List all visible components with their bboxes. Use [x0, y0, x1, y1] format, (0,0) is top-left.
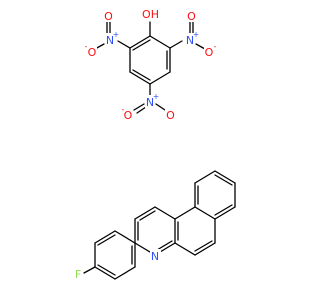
fluorophenyl-ring-bonds: [83, 230, 136, 280]
nitro-left-nitrogen: N: [106, 34, 114, 47]
nitro-group-left: N + O O -: [85, 9, 119, 59]
picric-acid-molecule: OH N + O O - N + O O - N + O: [85, 6, 217, 122]
nitro-right-o-charge: -: [214, 42, 217, 51]
ring-nitrogen: N: [150, 249, 161, 263]
nitro-bottom-nitrogen: N: [146, 96, 154, 109]
fluorine-atom: F: [72, 267, 83, 281]
nitro-bottom-o-charge: -: [122, 105, 125, 114]
nitro-right-n-charge: +: [193, 30, 199, 39]
nitro-right-oxygen-top: O: [187, 10, 196, 23]
picric-ring-bonds: [129, 35, 171, 85]
nitro-left-n-charge: +: [113, 30, 119, 39]
chemical-structure-canvas: OH N + O O - N + O O - N + O: [72, 6, 236, 281]
ring-nitrogen-label: N: [151, 250, 159, 263]
pyridine-ring-bonds: [134, 206, 176, 256]
nitro-left-o-charge: -: [85, 42, 88, 51]
nitro-left-oxygen-side: O: [88, 46, 97, 59]
nitro-group-bottom: N + O - O: [122, 92, 176, 122]
fluorine-label: F: [75, 268, 81, 281]
nitro-right-oxygen-side: O: [205, 46, 214, 59]
fluorophenyl-benzoquinoline-molecule: N F: [72, 170, 236, 281]
nitro-group-right: N + O O -: [185, 9, 217, 59]
picric-substituent-bonds: [94, 21, 206, 114]
benzo-ring-bonds: [194, 170, 236, 220]
hydroxyl-label: OH: [142, 8, 159, 21]
nitro-bottom-n-charge: +: [153, 92, 159, 101]
nitro-bottom-oxygen-left: O: [124, 109, 133, 122]
nitro-left-oxygen-top: O: [104, 10, 113, 23]
middle-ring-bonds: [174, 206, 216, 256]
nitro-bottom-oxygen-right: O: [166, 109, 175, 122]
hydroxyl-group: OH: [141, 6, 160, 21]
nitro-right-nitrogen: N: [186, 34, 194, 47]
